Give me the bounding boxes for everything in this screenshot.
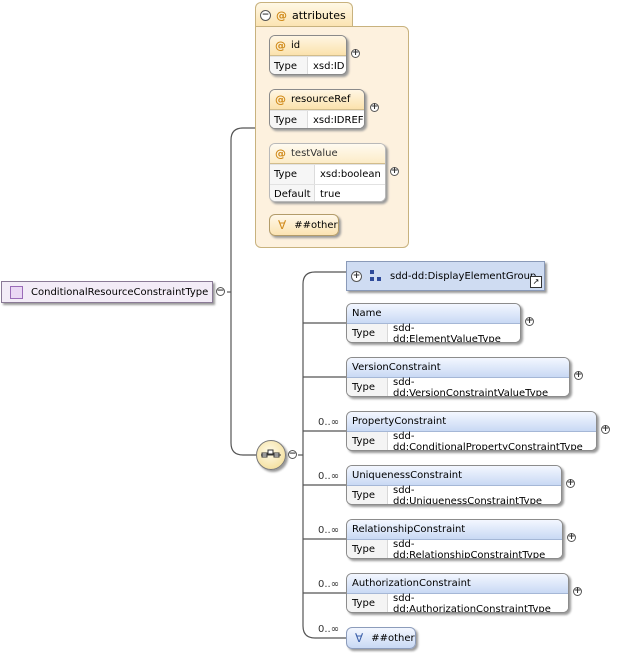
any-element-label: ##other [371,632,415,644]
element-title: PropertyConstraint [347,412,596,432]
attribute-name: testValue [291,148,338,159]
attribute-resourceref[interactable]: @ resourceRef Type xsd:IDREF [269,89,365,129]
cardinality-label: 0..∞ [318,579,340,590]
expand-icon[interactable]: + [370,102,379,112]
type-key: Type [347,432,388,450]
attribute-name: resourceRef [291,94,351,105]
type-key: Type [347,540,388,558]
any-icon: ∀ [278,218,287,232]
attribute-id[interactable]: @ id Type xsd:ID [269,35,347,75]
element-relationshipconstraint[interactable]: RelationshipConstraint Type sdd-dd:Relat… [346,519,563,559]
sequence-icon [261,449,281,458]
collapse-icon[interactable]: − [216,286,225,296]
cardinality-label: 0..∞ [318,624,340,635]
root-name: ConditionalResourceConstraintType [31,286,209,298]
cardinality-label: 0..∞ [318,525,340,536]
type-key: Type [270,165,315,184]
expand-icon[interactable]: + [351,48,360,58]
group-ref-name: sdd-dd:DisplayElementGroup [390,270,537,282]
type-key: Type [347,324,388,342]
sequence-compositor[interactable] [256,440,286,470]
attribute-icon: @ [276,8,287,22]
element-type: sdd-dd:RelationshipConstraintType [388,539,562,558]
complex-type-icon [10,285,23,299]
attribute-name: id [291,40,301,51]
group-ref-displayelementgroup[interactable]: + sdd-dd:DisplayElementGroup ↗ [346,261,545,291]
expand-icon[interactable]: + [351,270,362,282]
root-complex-type[interactable]: ConditionalResourceConstraintType [1,281,213,303]
attribute-type: xsd:boolean [315,165,385,184]
cardinality-label: 0..∞ [318,417,340,428]
attribute-testvalue[interactable]: @ testValue Type xsd:boolean Default tru… [269,143,386,202]
attribute-icon: @ [275,39,286,52]
element-name[interactable]: Name Type sdd-dd:ElementValueType [346,303,521,343]
attributes-label: attributes [292,8,346,22]
type-key: Type [347,378,388,396]
element-type: sdd-dd:VersionConstraintValueType [388,377,569,396]
element-type: sdd-dd:UniquenessConstraintType [388,485,561,504]
expand-icon[interactable]: + [573,586,582,596]
expand-icon[interactable]: + [566,478,575,488]
element-type: sdd-dd:ConditionalPropertyConstraintType [388,431,596,450]
any-attribute[interactable]: ∀ ##other [269,214,339,236]
expand-icon[interactable]: + [390,166,399,176]
expand-icon[interactable]: + [567,532,576,542]
expand-icon[interactable]: + [574,370,583,380]
type-key: Type [270,111,308,128]
any-element[interactable]: ∀ ##other [346,627,416,649]
collapse-icon[interactable]: − [260,9,271,21]
shortcut-icon[interactable]: ↗ [530,276,542,288]
element-title: VersionConstraint [347,358,569,378]
type-key: Type [347,486,388,504]
collapse-icon[interactable]: − [288,449,297,459]
element-authorizationconstraint[interactable]: AuthorizationConstraint Type sdd-dd:Auth… [346,573,569,613]
element-title: UniquenessConstraint [347,466,561,486]
element-propertyconstraint[interactable]: PropertyConstraint Type sdd-dd:Condition… [346,411,597,451]
expand-icon[interactable]: + [601,424,610,434]
attribute-type: xsd:ID [308,57,346,74]
any-icon: ∀ [355,631,364,645]
element-title: RelationshipConstraint [347,520,562,540]
group-icon [368,269,384,283]
element-title: Name [347,304,520,324]
type-key: Type [347,594,388,612]
element-uniquenessconstraint[interactable]: UniquenessConstraint Type sdd-dd:Uniquen… [346,465,562,505]
cardinality-label: 0..∞ [318,471,340,482]
attribute-icon: @ [275,147,286,160]
attribute-default: true [315,185,385,201]
element-type: sdd-dd:ElementValueType [388,323,520,342]
element-type: sdd-dd:AuthorizationConstraintType [388,593,568,612]
any-attribute-label: ##other [294,219,338,231]
attributes-tab[interactable]: − @ attributes [255,2,353,27]
expand-icon[interactable]: + [525,316,534,326]
element-title: AuthorizationConstraint [347,574,568,594]
attribute-type: xsd:IDREF [308,111,364,128]
element-versionconstraint[interactable]: VersionConstraint Type sdd-dd:VersionCon… [346,357,570,397]
type-key: Type [270,57,308,74]
default-key: Default [270,185,315,201]
attribute-icon: @ [275,93,286,106]
